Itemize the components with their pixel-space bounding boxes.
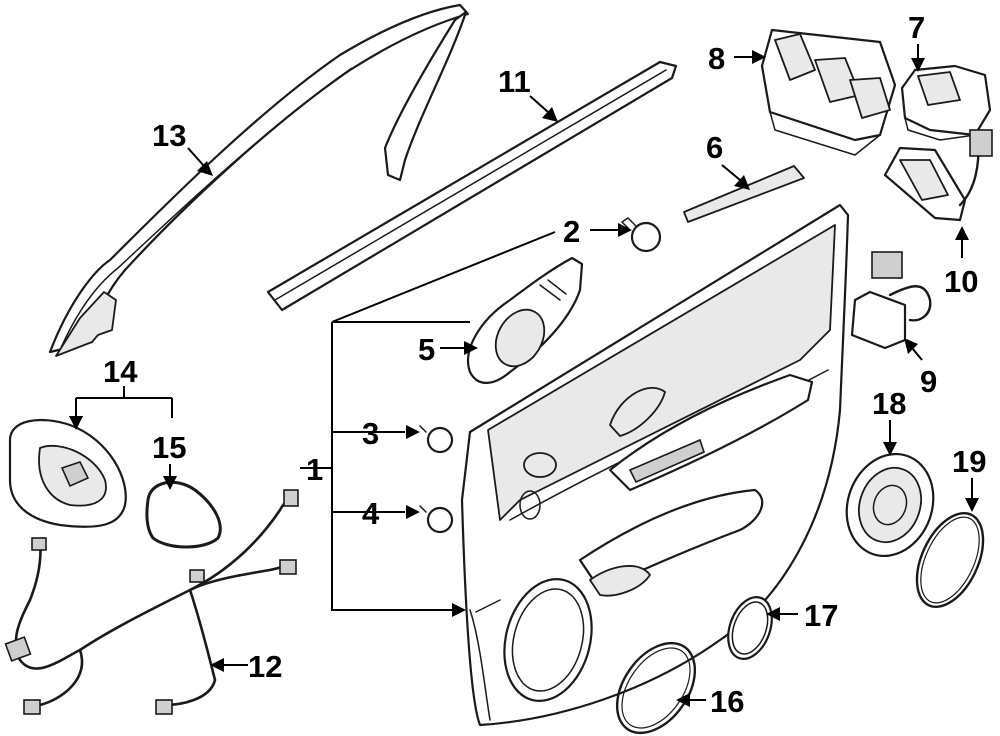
callout-labels: 1 2 3 4 5 6 7 8 9 10 11 12 13 14 15 16 1… — [103, 10, 986, 719]
part-8-master-switch — [760, 28, 897, 156]
callout-18: 18 — [872, 386, 906, 421]
callout-3: 3 — [362, 416, 379, 451]
part-19-speaker-ring — [915, 511, 985, 609]
callout-15: 15 — [152, 430, 186, 465]
part-5-inside-handle — [467, 256, 584, 384]
part-10-switch-assembly — [883, 129, 993, 222]
part-6-trim-strip — [683, 165, 805, 223]
callout-11: 11 — [498, 64, 531, 99]
callout-17: 17 — [804, 598, 838, 633]
callout-13: 13 — [152, 118, 186, 153]
callout-16: 16 — [710, 684, 744, 719]
callout-7: 7 — [908, 10, 925, 45]
part-18-speaker — [845, 452, 935, 558]
callout-4: 4 — [362, 496, 380, 531]
callout-8: 8 — [708, 41, 725, 76]
callout-1: 1 — [306, 452, 323, 487]
callout-12: 12 — [248, 649, 282, 684]
callout-9: 9 — [920, 364, 937, 399]
callout-19: 19 — [952, 444, 986, 479]
part-9-connector — [850, 251, 932, 350]
part-15-seal — [145, 480, 222, 549]
callout-2: 2 — [563, 214, 580, 249]
part-2-clip — [621, 217, 662, 253]
part-4-clip — [419, 505, 454, 534]
callout-6: 6 — [706, 130, 723, 165]
part-11-belt-moulding — [266, 60, 678, 312]
callout-14: 14 — [103, 354, 138, 389]
part-12-wiring-harness — [4, 489, 299, 715]
part-7-switch — [900, 64, 992, 141]
callout-5: 5 — [418, 332, 435, 367]
leader-lines — [69, 44, 979, 707]
part-3-clip — [419, 425, 454, 454]
part-1-door-trim-panel — [460, 203, 850, 727]
callout-10: 10 — [944, 264, 978, 299]
part-17-grille — [727, 596, 773, 660]
part-13-window-channel — [48, 3, 470, 357]
part-16-speaker-ring — [615, 641, 697, 735]
part-14-switch-bezel — [8, 418, 127, 528]
